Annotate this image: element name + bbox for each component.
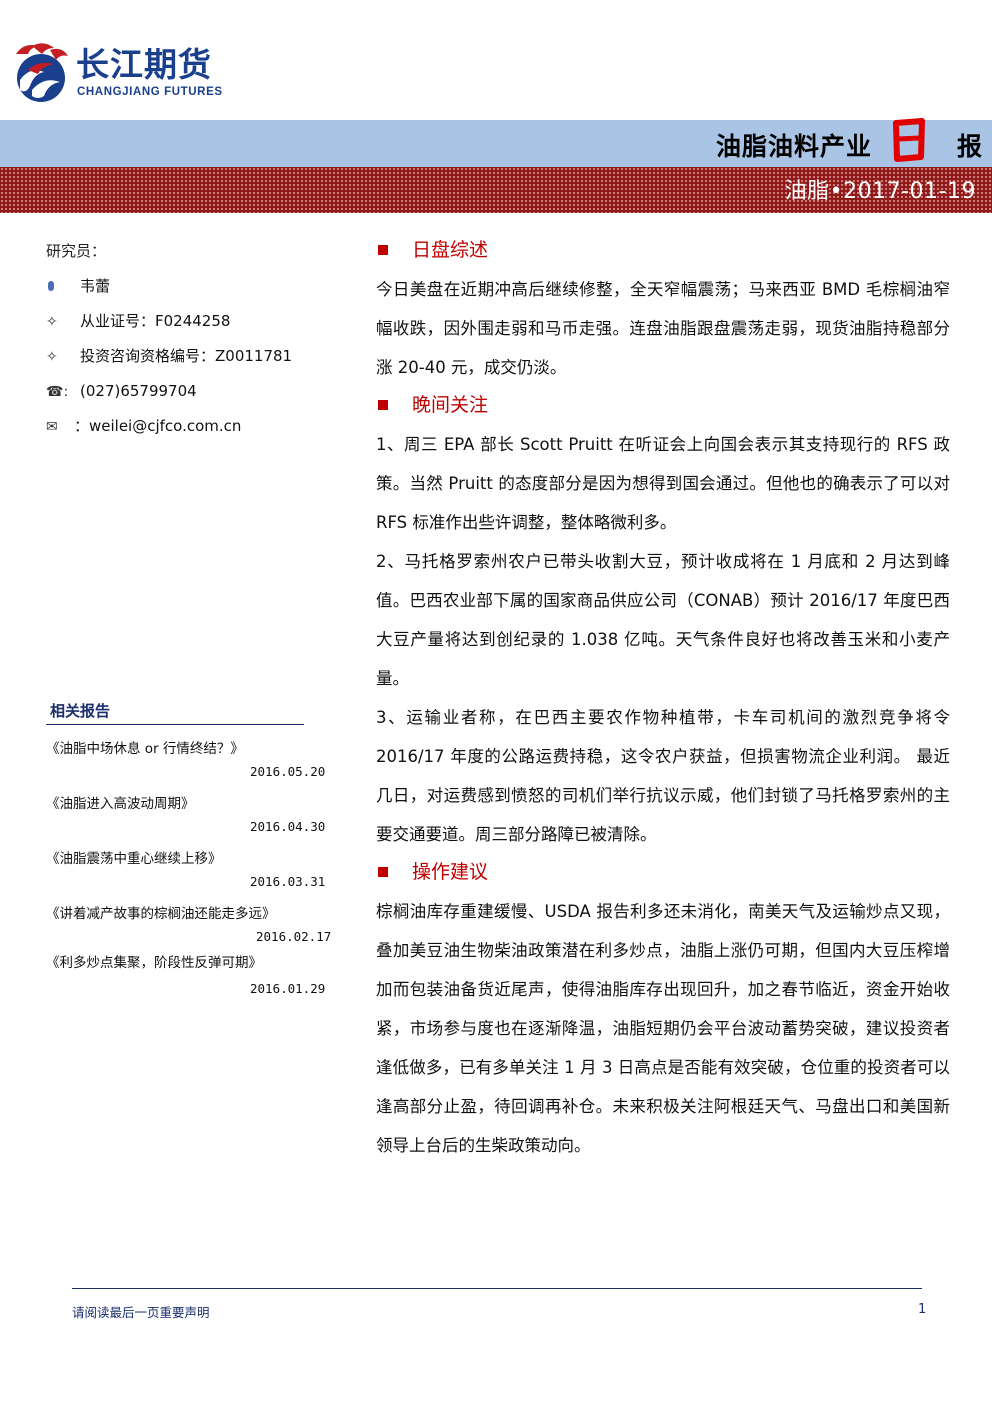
report-title: 油脂油料产业 — [715, 132, 872, 161]
researcher-name: 韦蕾 — [80, 277, 111, 295]
title-band — [0, 120, 992, 167]
section-heading: 日盘综述 — [376, 232, 950, 270]
company-logo: 长江期货 CHANGJIANG FUTURES — [10, 40, 250, 108]
license-number: 从业证号：F0244258 — [80, 312, 231, 330]
related-report-name[interactable]: 《油脂震荡中重心继续上移》 — [46, 851, 222, 867]
related-report-date: 2016.02.17 — [256, 929, 332, 944]
license-row: ✧ 从业证号：F0244258 — [46, 310, 346, 345]
square-bullet-icon — [378, 245, 388, 255]
consult-license-number: 投资咨询资格编号：Z0011781 — [80, 347, 293, 365]
related-reports-title: 相关报告 — [46, 700, 304, 725]
related-report-date: 2016.01.29 — [250, 981, 326, 996]
related-report-name[interactable]: 《油脂中场休息 or 行情终结？》 — [46, 741, 244, 757]
email-address: ：weilei@cjfco.com.cn — [74, 417, 242, 435]
related-report-date: 2016.05.20 — [250, 764, 326, 779]
person-icon — [46, 276, 80, 298]
report-date: 油脂•2017-01-19 — [784, 179, 976, 204]
related-reports: 相关报告 《油脂中场休息 or 行情终结？》 2016.05.20 《油脂进入高… — [46, 700, 336, 1000]
researcher-panel: 研究员： 韦蕾 ✧ 从业证号：F0244258 ✧ 投资咨询资格编号：Z001178… — [46, 240, 346, 450]
section-title: 日盘综述 — [412, 239, 489, 261]
company-name-en: CHANGJIANG FUTURES — [77, 86, 223, 98]
page-number: 1 — [918, 1302, 927, 1317]
related-report-item[interactable]: 《油脂震荡中重心继续上移》 2016.03.31 — [46, 835, 336, 890]
related-report-date: 2016.03.31 — [250, 874, 326, 889]
daily-emphasis-text: 日 — [888, 117, 889, 118]
section-paragraph: 3、运输业者称，在巴西主要农作物种植带，卡车司机间的激烈竞争将令 2016/17… — [376, 708, 950, 844]
envelope-icon: ✉ — [46, 419, 58, 435]
square-bullet-icon — [378, 867, 388, 877]
related-report-item[interactable]: 《讲着减产故事的棕榈油还能走多远》 2016.02.17 — [46, 890, 336, 945]
report-body: 日盘综述 今日美盘在近期冲高后继续修整，全天窄幅震荡；马来西亚 BMD 毛棕榈油… — [376, 232, 950, 1165]
researcher-label: 研究员： — [46, 242, 107, 260]
consult-license-row: ✧ 投资咨询资格编号：Z0011781 — [46, 345, 346, 380]
footer-divider — [72, 1288, 922, 1289]
related-report-name[interactable]: 《讲着减产故事的棕榈油还能走多远》 — [46, 906, 276, 922]
related-report-name[interactable]: 《利多炒点集聚，阶段性反弹可期》 — [46, 955, 262, 971]
researcher-name-row: 韦蕾 — [46, 275, 346, 310]
daily-emphasis-glyph: 日 — [888, 117, 925, 162]
phone-number: (027)65799704 — [80, 382, 197, 400]
phone-row: ☎: (027)65799704 — [46, 380, 346, 415]
company-name-cn: 长江期货 — [76, 45, 212, 84]
square-bullet-icon — [378, 400, 388, 410]
email-row: ✉ ：weilei@cjfco.com.cn — [46, 415, 346, 450]
section-paragraph: 棕榈油库存重建缓慢、USDA 报告利多还未消化，南美天气及运输炒点又现，叠加美豆… — [376, 902, 950, 1155]
related-report-item[interactable]: 《利多炒点集聚，阶段性反弹可期》 2016.01.29 — [46, 945, 336, 1000]
section-paragraph: 1、周三 EPA 部长 Scott Pruitt 在听证会上向国会表示其支持现行… — [376, 435, 950, 532]
changjiang-logo-icon — [16, 43, 68, 102]
diamond-star-icon: ✧ — [46, 349, 58, 365]
related-report-item[interactable]: 《油脂中场休息 or 行情终结？》 2016.05.20 — [46, 725, 336, 780]
phone-icon: ☎: — [46, 384, 69, 400]
report-title-end: 报 — [956, 132, 982, 161]
date-band — [0, 167, 992, 213]
section-paragraph: 今日美盘在近期冲高后继续修整，全天窄幅震荡；马来西亚 BMD 毛棕榈油窄幅收跌，… — [376, 280, 950, 377]
section-heading: 晚间关注 — [376, 387, 950, 425]
disclaimer-note: 请阅读最后一页重要声明 — [72, 1305, 210, 1320]
section-title: 晚间关注 — [412, 394, 489, 416]
diamond-star-icon: ✧ — [46, 314, 58, 330]
section-title: 操作建议 — [412, 861, 489, 883]
related-report-date: 2016.04.30 — [250, 819, 326, 834]
related-report-name[interactable]: 《油脂进入高波动周期》 — [46, 796, 195, 812]
related-report-item[interactable]: 《油脂进入高波动周期》 2016.04.30 — [46, 780, 336, 835]
section-heading: 操作建议 — [376, 854, 950, 892]
section-paragraph: 2、马托格罗索州农户已带头收割大豆，预计收成将在 1 月底和 2 月达到峰值。巴… — [376, 552, 950, 688]
